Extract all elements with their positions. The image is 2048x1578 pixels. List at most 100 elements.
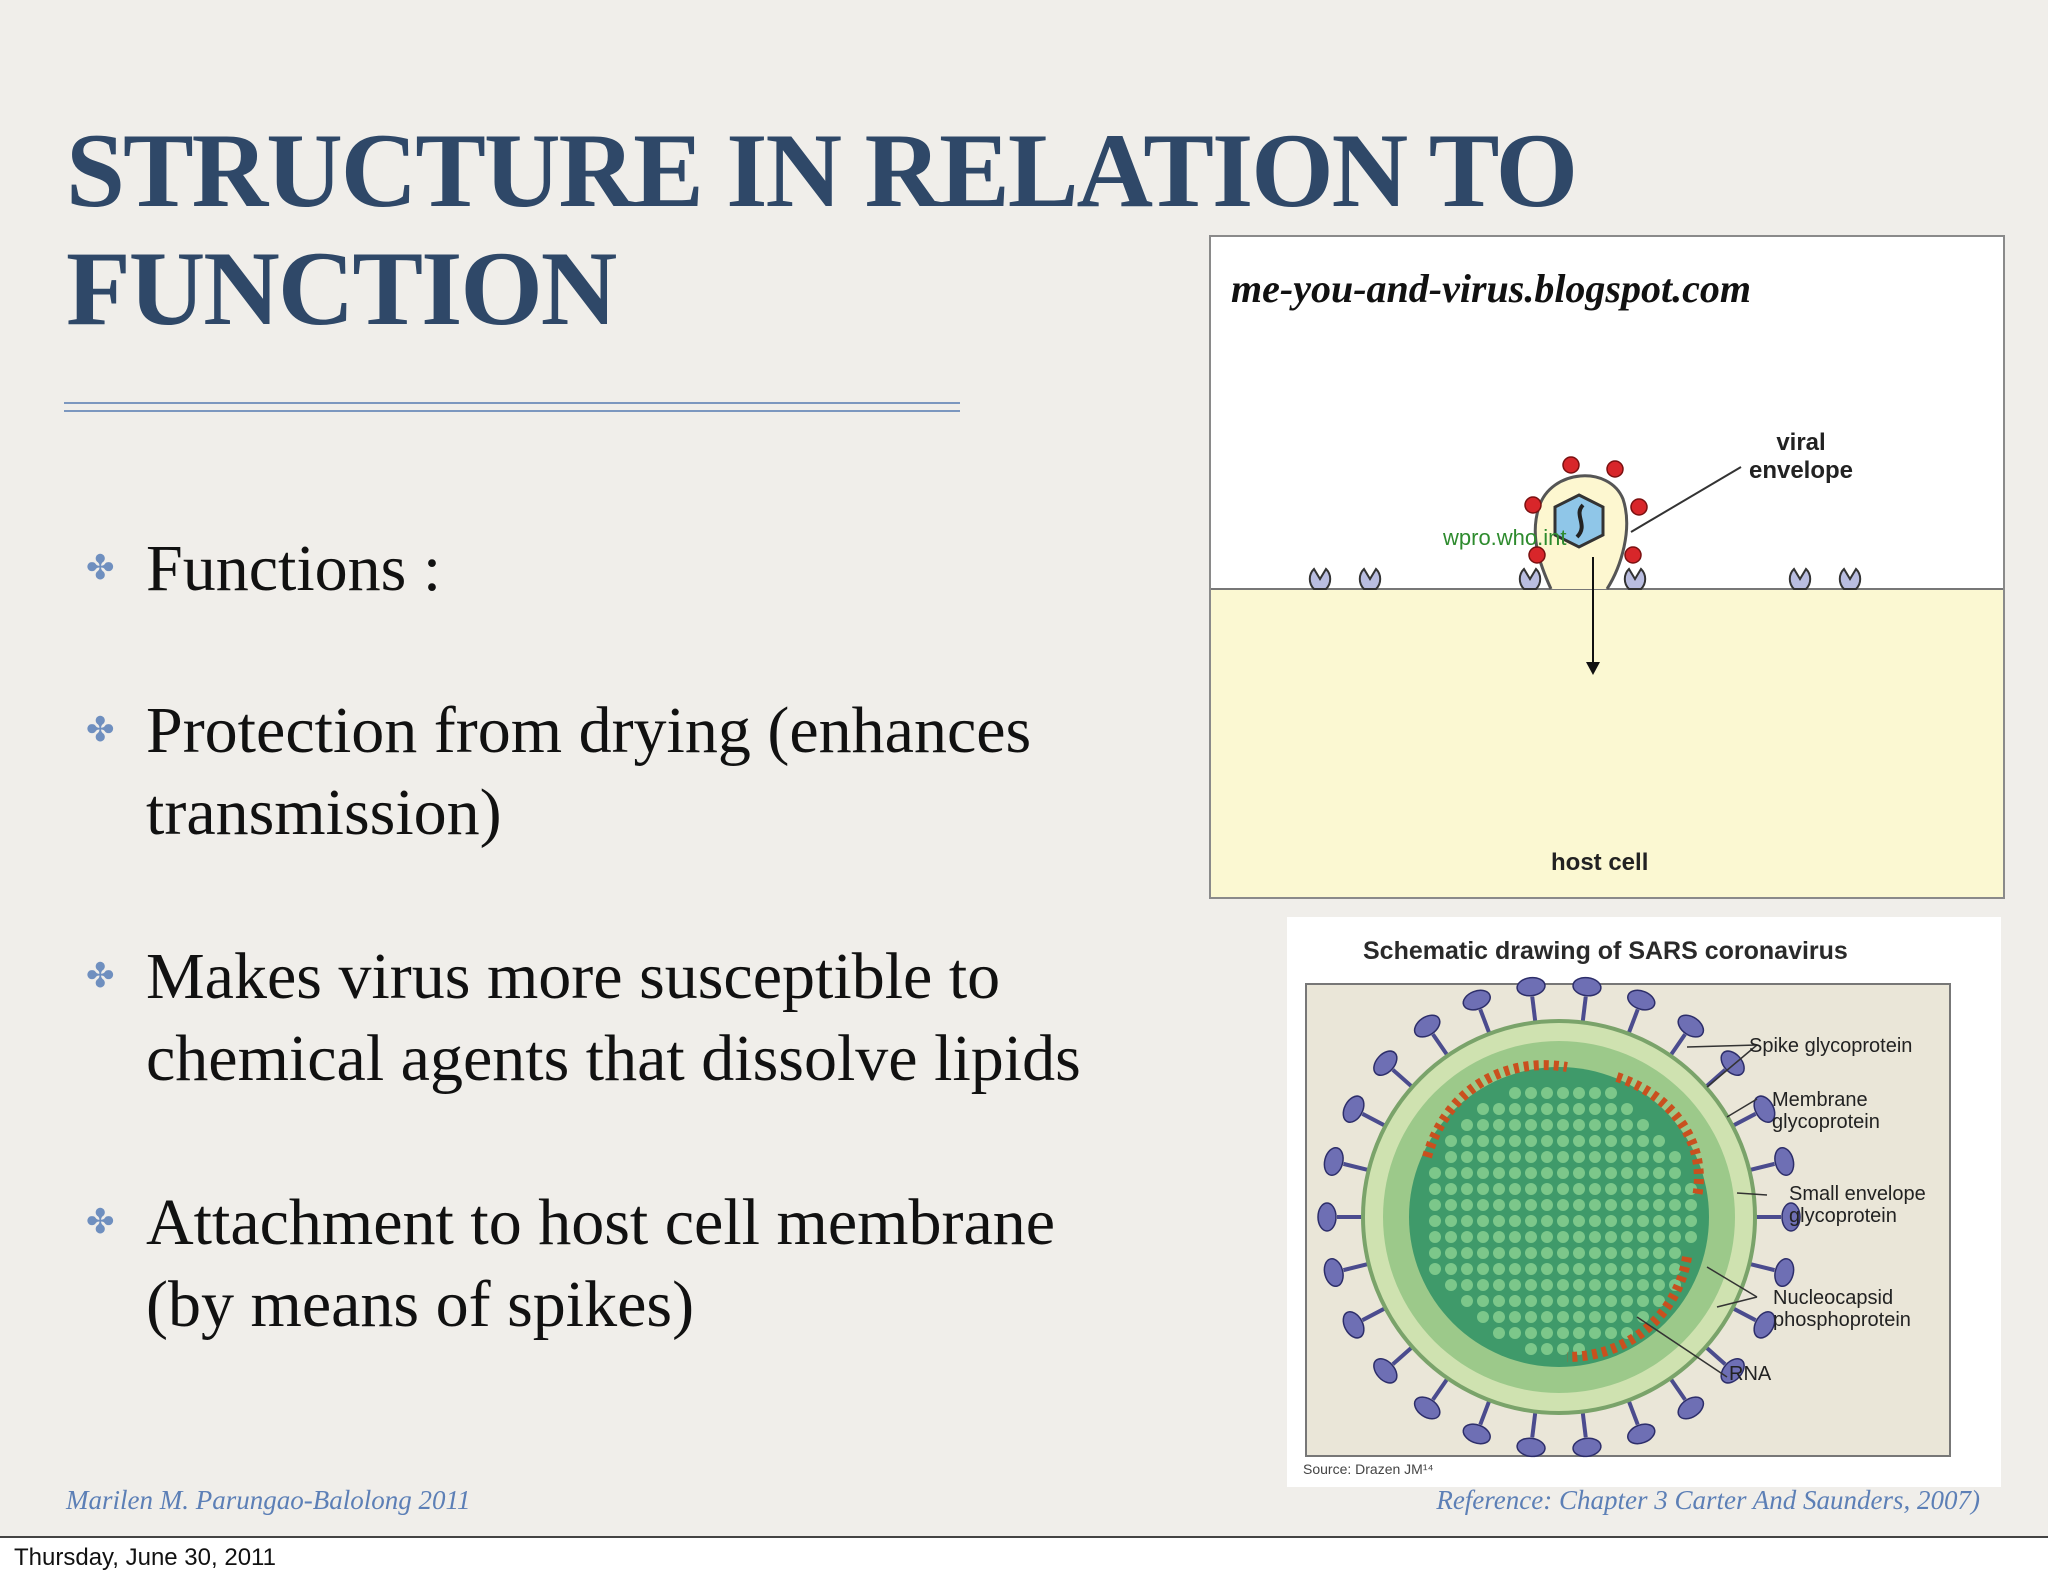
nucleocapsid-dot [1653, 1231, 1665, 1243]
nucleocapsid-dot [1509, 1119, 1521, 1131]
nucleocapsid-dot [1541, 1151, 1553, 1163]
slide: STRUCTURE IN RELATION TO FUNCTION ✤ Func… [0, 0, 2048, 1536]
nucleocapsid-dot [1637, 1151, 1649, 1163]
nucleocapsid-dot [1573, 1231, 1585, 1243]
label-line: glycoprotein [1789, 1205, 1897, 1227]
nucleocapsid-dot [1525, 1135, 1537, 1147]
nucleocapsid-dot [1621, 1295, 1633, 1307]
nucleocapsid-dot [1573, 1279, 1585, 1291]
nucleocapsid-dot [1541, 1263, 1553, 1275]
nucleocapsid-dot [1621, 1103, 1633, 1115]
fleuron-icon: ✤ [86, 550, 115, 587]
nucleocapsid-dot [1445, 1167, 1457, 1179]
nucleocapsid-dot [1637, 1231, 1649, 1243]
nucleocapsid-dot [1493, 1231, 1505, 1243]
nucleocapsid-dot [1637, 1263, 1649, 1275]
nucleocapsid-dot [1461, 1263, 1473, 1275]
nucleocapsid-dot [1429, 1199, 1441, 1211]
nucleocapsid-dots [1429, 1087, 1697, 1355]
nucleocapsid-dot [1525, 1327, 1537, 1339]
nucleocapsid-dot [1525, 1151, 1537, 1163]
nucleocapsid-dot [1637, 1279, 1649, 1291]
spike-head [1677, 1014, 1705, 1038]
nucleocapsid-dot [1525, 1311, 1537, 1323]
nucleocapsid-dot [1669, 1167, 1681, 1179]
nucleocapsid-dot [1605, 1327, 1617, 1339]
nucleocapsid-dot [1509, 1151, 1521, 1163]
nucleocapsid-dot [1461, 1183, 1473, 1195]
nucleocapsid-dot [1541, 1247, 1553, 1259]
slide-title-line-1: STRUCTURE IN RELATION TO [66, 112, 1578, 229]
nucleocapsid-dot [1605, 1231, 1617, 1243]
nucleocapsid-dot [1525, 1103, 1537, 1115]
nucleocapsid-dot [1605, 1087, 1617, 1099]
nucleocapsid-dot [1621, 1247, 1633, 1259]
nucleocapsid-dot [1669, 1247, 1681, 1259]
spike-head [1627, 1423, 1656, 1445]
membrane-glycoprotein-label: Membrane glycoprotein [1772, 1089, 1880, 1133]
nucleocapsid-dot [1685, 1215, 1697, 1227]
nucleocapsid-dot [1685, 1199, 1697, 1211]
spike-head [1413, 1396, 1441, 1420]
nucleocapsid-dot [1541, 1103, 1553, 1115]
figure-source-text: me-you-and-virus.blogspot.com [1231, 266, 1751, 311]
label-line: Small envelope [1789, 1183, 1926, 1205]
nucleocapsid-dot [1557, 1167, 1569, 1179]
nucleocapsid-dot [1525, 1183, 1537, 1195]
nucleocapsid-dot [1477, 1263, 1489, 1275]
nucleocapsid-dot [1573, 1311, 1585, 1323]
nucleocapsid-dot [1445, 1247, 1457, 1259]
nucleocapsid-dot [1605, 1311, 1617, 1323]
nucleocapsid-dot [1541, 1167, 1553, 1179]
nucleocapsid-dot [1621, 1167, 1633, 1179]
title-divider [64, 402, 960, 412]
nucleocapsid-dot [1493, 1119, 1505, 1131]
nucleocapsid-dot [1557, 1215, 1569, 1227]
slide-title: STRUCTURE IN RELATION TO FUNCTION [66, 112, 1706, 348]
nucleocapsid-dot [1669, 1215, 1681, 1227]
nucleocapsid-dot [1509, 1087, 1521, 1099]
nucleocapsid-dot [1637, 1167, 1649, 1179]
nucleocapsid-dot [1621, 1119, 1633, 1131]
nucleocapsid-dot [1525, 1247, 1537, 1259]
nucleocapsid-dot [1669, 1263, 1681, 1275]
nucleocapsid-dot [1429, 1247, 1441, 1259]
nucleocapsid-dot [1461, 1279, 1473, 1291]
spike-head [1572, 976, 1602, 997]
bullet-text: Attachment to host cell membrane [146, 1186, 1056, 1259]
host-cell-label: host cell [1551, 849, 1649, 876]
nucleocapsid-dot [1589, 1247, 1601, 1259]
nucleocapsid-label: Nucleocapsid phosphoprotein [1773, 1287, 1911, 1331]
nucleocapsid-dot [1429, 1263, 1441, 1275]
nucleocapsid-dot [1637, 1199, 1649, 1211]
nucleocapsid-dot [1557, 1151, 1569, 1163]
nucleocapsid-dot [1477, 1167, 1489, 1179]
nucleocapsid-dot [1445, 1263, 1457, 1275]
nucleocapsid-dot [1429, 1183, 1441, 1195]
small-envelope-glycoprotein-label: Small envelope glycoprotein [1789, 1183, 1926, 1227]
nucleocapsid-dot [1525, 1119, 1537, 1131]
nucleocapsid-dot [1429, 1231, 1441, 1243]
nucleocapsid-dot [1605, 1151, 1617, 1163]
nucleocapsid-dot [1589, 1183, 1601, 1195]
nucleocapsid-dot [1637, 1183, 1649, 1195]
virus-budding-figure: me-you-and-virus.blogspot.com viral enve… [1209, 235, 2005, 899]
reference-footer: Reference: Chapter 3 Carter And Saunders… [1436, 1485, 1980, 1515]
nucleocapsid-dot [1541, 1279, 1553, 1291]
nucleocapsid-dot [1541, 1327, 1553, 1339]
nucleocapsid-dot [1557, 1295, 1569, 1307]
spike-head [1753, 1095, 1776, 1124]
nucleocapsid-dot [1557, 1183, 1569, 1195]
nucleocapsid-dot [1605, 1199, 1617, 1211]
nucleocapsid-dot [1493, 1215, 1505, 1227]
spike-head [1323, 1146, 1344, 1176]
nucleocapsid-dot [1605, 1215, 1617, 1227]
spike-group [1317, 976, 1801, 1458]
nucleocapsid-dot [1589, 1231, 1601, 1243]
nucleocapsid-dot [1589, 1087, 1601, 1099]
spike-head [1462, 989, 1491, 1011]
nucleocapsid-dot [1477, 1247, 1489, 1259]
nucleocapsid-dot [1605, 1183, 1617, 1195]
spike-head [1462, 1423, 1491, 1445]
nucleocapsid-dot [1461, 1167, 1473, 1179]
